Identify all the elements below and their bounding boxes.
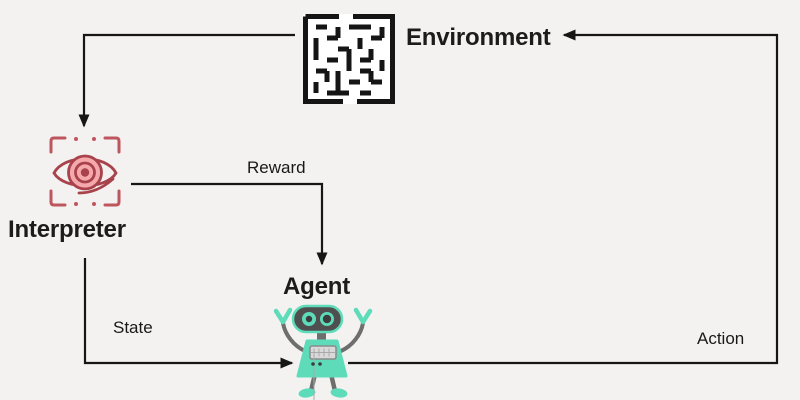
arrow-action-agent-to-environment xyxy=(348,29,779,365)
robot-icon xyxy=(273,304,373,400)
maze-icon xyxy=(303,14,395,104)
arrow-state-interpreter-to-agent xyxy=(83,258,294,369)
arrow-environment-to-interpreter xyxy=(78,33,295,128)
environment-label: Environment xyxy=(406,24,551,51)
reward-edge-label: Reward xyxy=(247,158,306,177)
state-edge-label: State xyxy=(113,318,153,337)
eye-scan-icon xyxy=(49,136,121,207)
agent-label: Agent xyxy=(283,273,350,300)
interpreter-label: Interpreter xyxy=(8,216,126,243)
arrow-reward-interpreter-to-agent xyxy=(131,182,328,266)
action-edge-label: Action xyxy=(697,329,745,348)
